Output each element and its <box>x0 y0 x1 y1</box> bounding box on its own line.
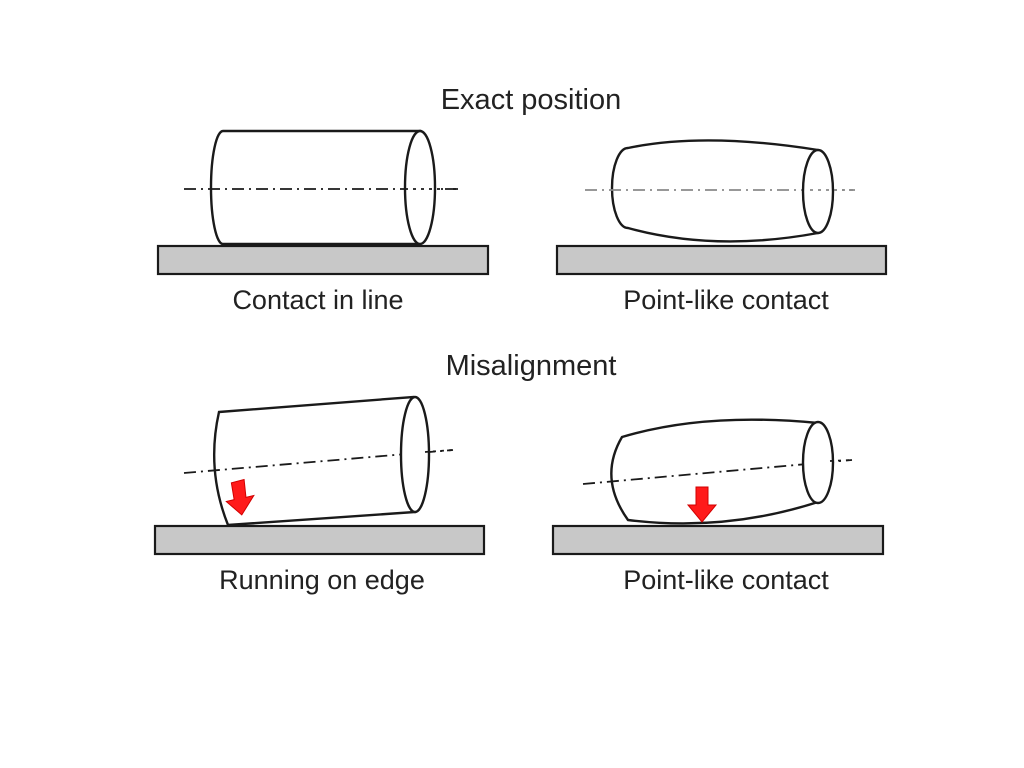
raceway-surface <box>551 524 885 556</box>
panel-point-like-contact-exact: Point-like contact <box>555 139 888 315</box>
raceway-surface <box>156 244 490 276</box>
roller-end-face <box>801 148 835 235</box>
raceway-surface <box>555 244 888 276</box>
roller-axis-end <box>829 459 853 462</box>
caption-point-like-contact-misaligned: Point-like contact <box>623 565 829 595</box>
tilted-crowned-roller <box>610 418 820 525</box>
heading-exact-position: Exact position <box>441 84 622 116</box>
caption-contact-in-line: Contact in line <box>232 285 403 315</box>
roller-end-face <box>801 420 835 505</box>
contact-force-arrow <box>686 486 718 523</box>
crowned-roller <box>610 139 820 243</box>
roller-end-face <box>403 129 437 246</box>
raceway-surface <box>153 524 486 556</box>
panel-contact-in-line: Contact in line <box>156 129 490 315</box>
panel-point-like-contact-misaligned: Point-like contact <box>551 418 885 595</box>
contact-force-arrow <box>225 478 255 516</box>
roller-end-face <box>399 395 431 514</box>
cylindrical-roller <box>209 129 422 246</box>
caption-running-on-edge: Running on edge <box>219 565 425 595</box>
caption-point-like-contact-exact: Point-like contact <box>623 285 829 315</box>
heading-misalignment: Misalignment <box>446 350 617 382</box>
panel-running-on-edge: Running on edge <box>153 395 486 595</box>
